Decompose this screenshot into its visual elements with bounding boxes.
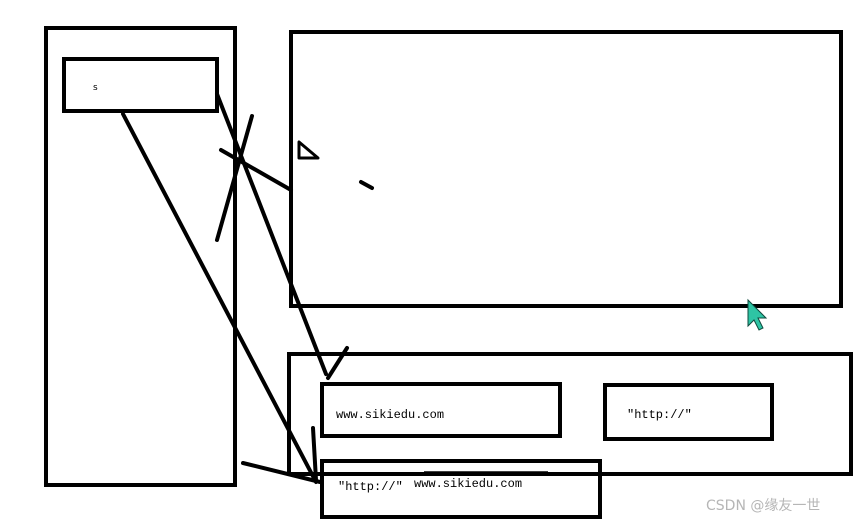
triangle-marker [297, 140, 320, 160]
url-box-label: www.sikiedu.com [336, 408, 444, 422]
stroke-cross-horizontal [219, 148, 293, 192]
stroke-small-to-url [215, 92, 328, 376]
small-box [62, 57, 219, 113]
bottom-url-label: www.sikiedu.com [414, 477, 522, 491]
url-box [320, 382, 562, 438]
bottom-http-label: "http://" [338, 480, 403, 494]
bottom-right-panel [287, 352, 853, 476]
watermark: CSDN @缘友一世 [706, 498, 820, 514]
left-panel [44, 26, 237, 487]
mouse-cursor-icon [747, 298, 768, 331]
stroke-to-bottom-box [241, 461, 322, 484]
stroke-cross-vertical [215, 114, 254, 242]
small-box-label: s [93, 83, 98, 93]
http-box-label: "http://" [627, 408, 692, 422]
http-box [603, 383, 774, 441]
stroke-arrowhead-url [326, 346, 349, 380]
stroke-bottom-box-tick [311, 426, 318, 482]
bottom-box [320, 459, 602, 519]
stroke-dash-mark [359, 180, 374, 190]
stroke-small-to-bottom [121, 112, 318, 484]
top-right-panel [289, 30, 843, 308]
